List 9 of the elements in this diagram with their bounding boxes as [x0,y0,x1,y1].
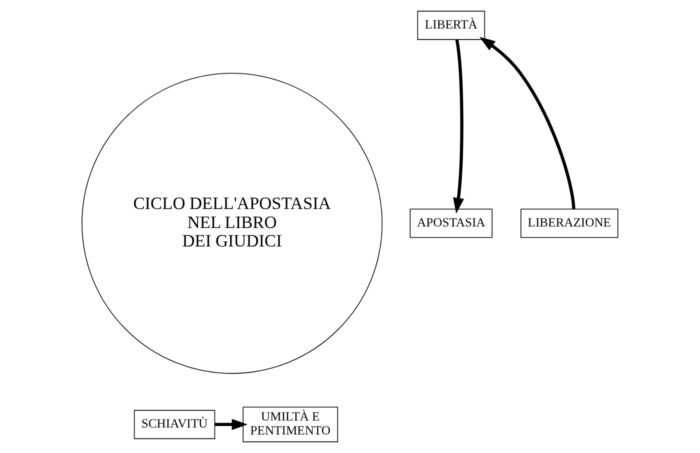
node-box: UMILTÀ E PENTIMENTO [242,406,338,442]
node-circle: CICLO DELL'APOSTASIA NEL LIBRO DEI GIUDICI [82,72,383,374]
node-box: APOSTASIA [410,208,493,238]
arrow [453,39,464,214]
node-box: LIBERAZIONE [520,208,618,238]
arrow [479,36,576,210]
node-box: LIBERTÀ [417,10,486,40]
node-box: SCHIAVITÙ [134,410,216,440]
arrow [214,418,248,430]
